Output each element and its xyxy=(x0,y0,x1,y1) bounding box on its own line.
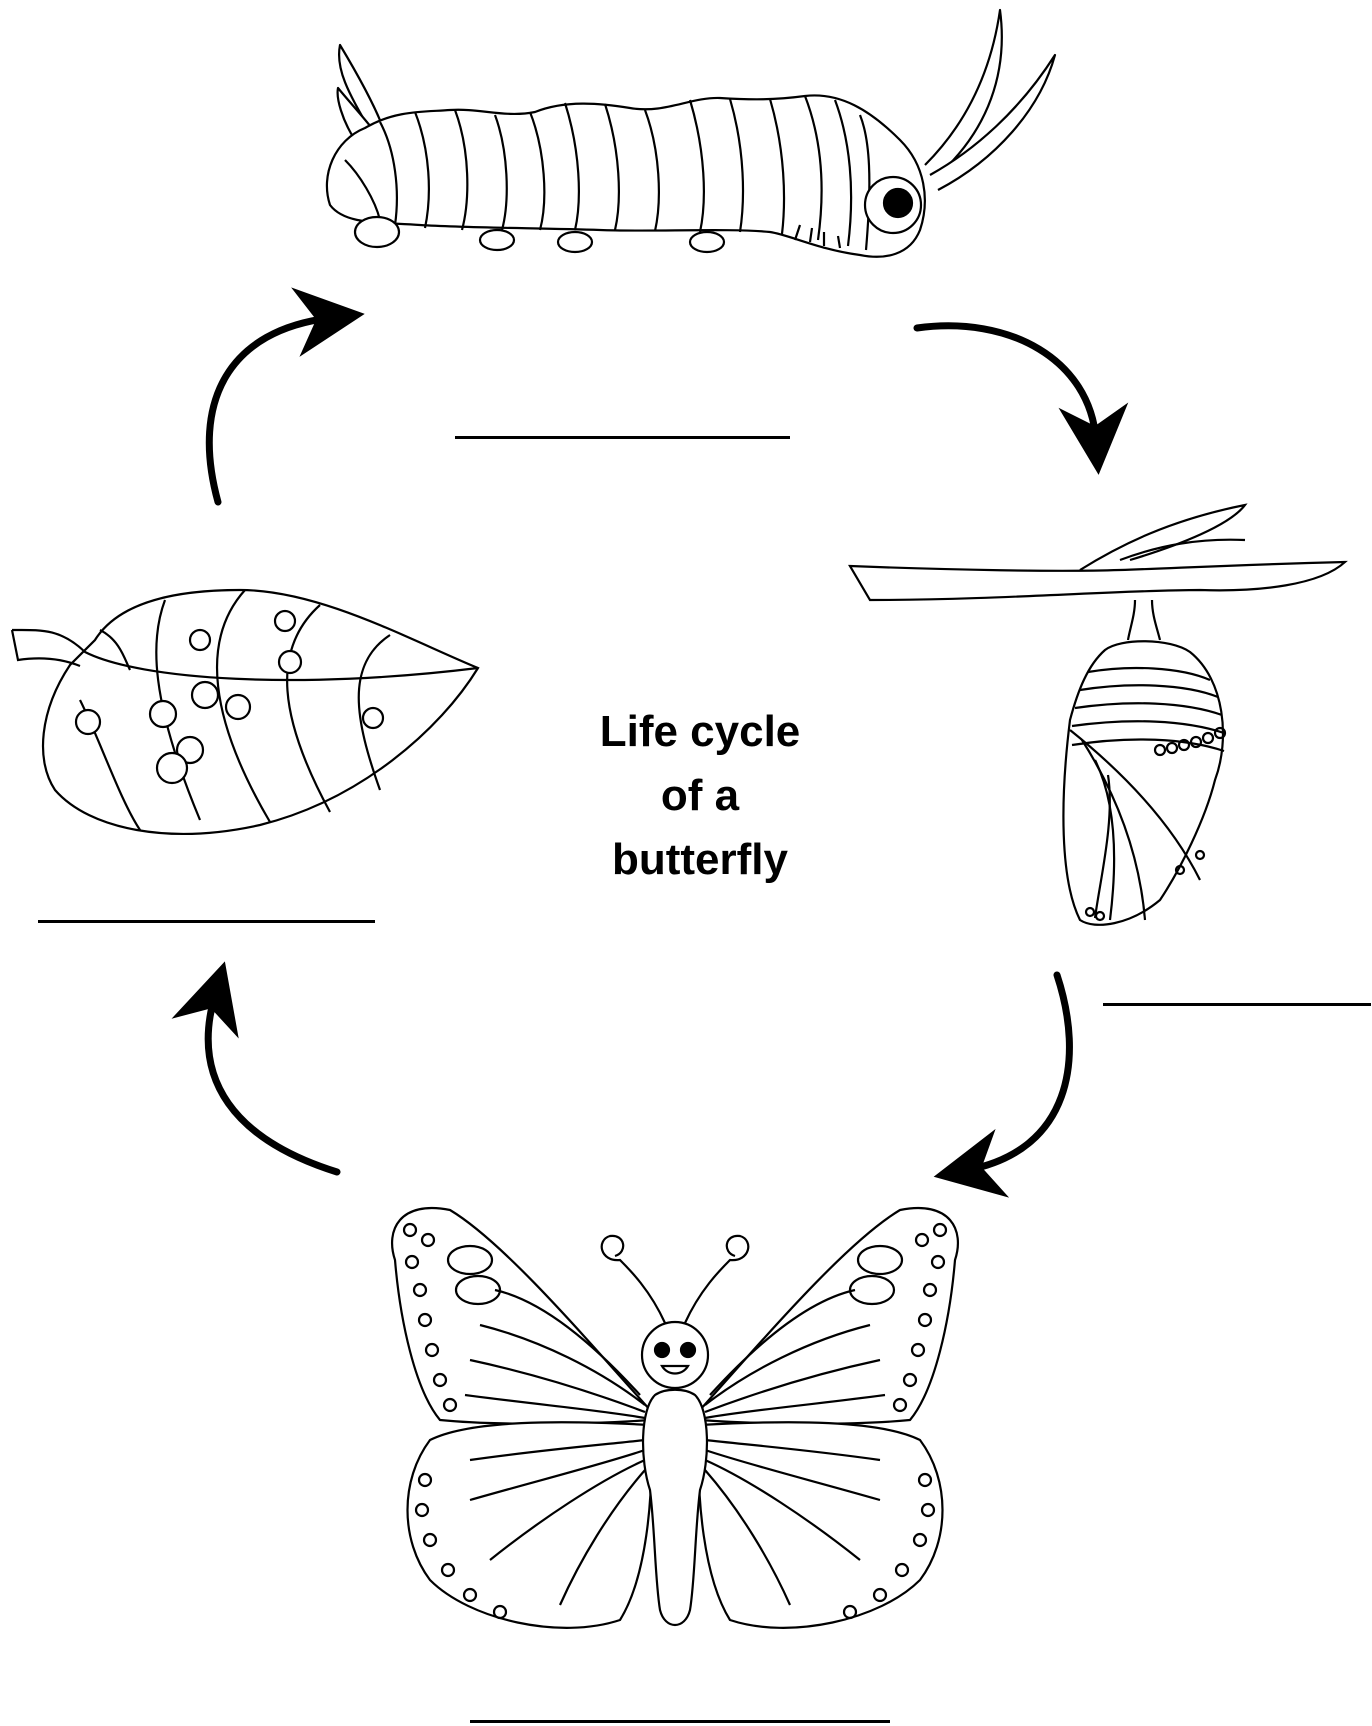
arrow-larva-to-pupa xyxy=(917,326,1096,440)
chrysalis-icon xyxy=(850,505,1345,925)
caterpillar-icon xyxy=(327,10,1055,257)
butterfly-icon xyxy=(392,1208,958,1628)
title-line-3: butterfly xyxy=(540,828,860,892)
eggs-answer-blank[interactable] xyxy=(38,920,375,923)
arrow-adult-to-eggs xyxy=(208,995,337,1172)
leaf-with-eggs-icon xyxy=(12,590,478,834)
larva-answer-blank[interactable] xyxy=(455,436,790,439)
title-line-1: Life cycle xyxy=(540,700,860,764)
arrow-eggs-to-larva xyxy=(209,318,330,502)
diagram-title: Life cycle of a butterfly xyxy=(540,700,860,892)
title-line-2: of a xyxy=(540,764,860,828)
adult-answer-blank[interactable] xyxy=(470,1720,890,1723)
arrow-pupa-to-adult xyxy=(968,975,1069,1170)
pupa-answer-blank[interactable] xyxy=(1103,1003,1371,1006)
